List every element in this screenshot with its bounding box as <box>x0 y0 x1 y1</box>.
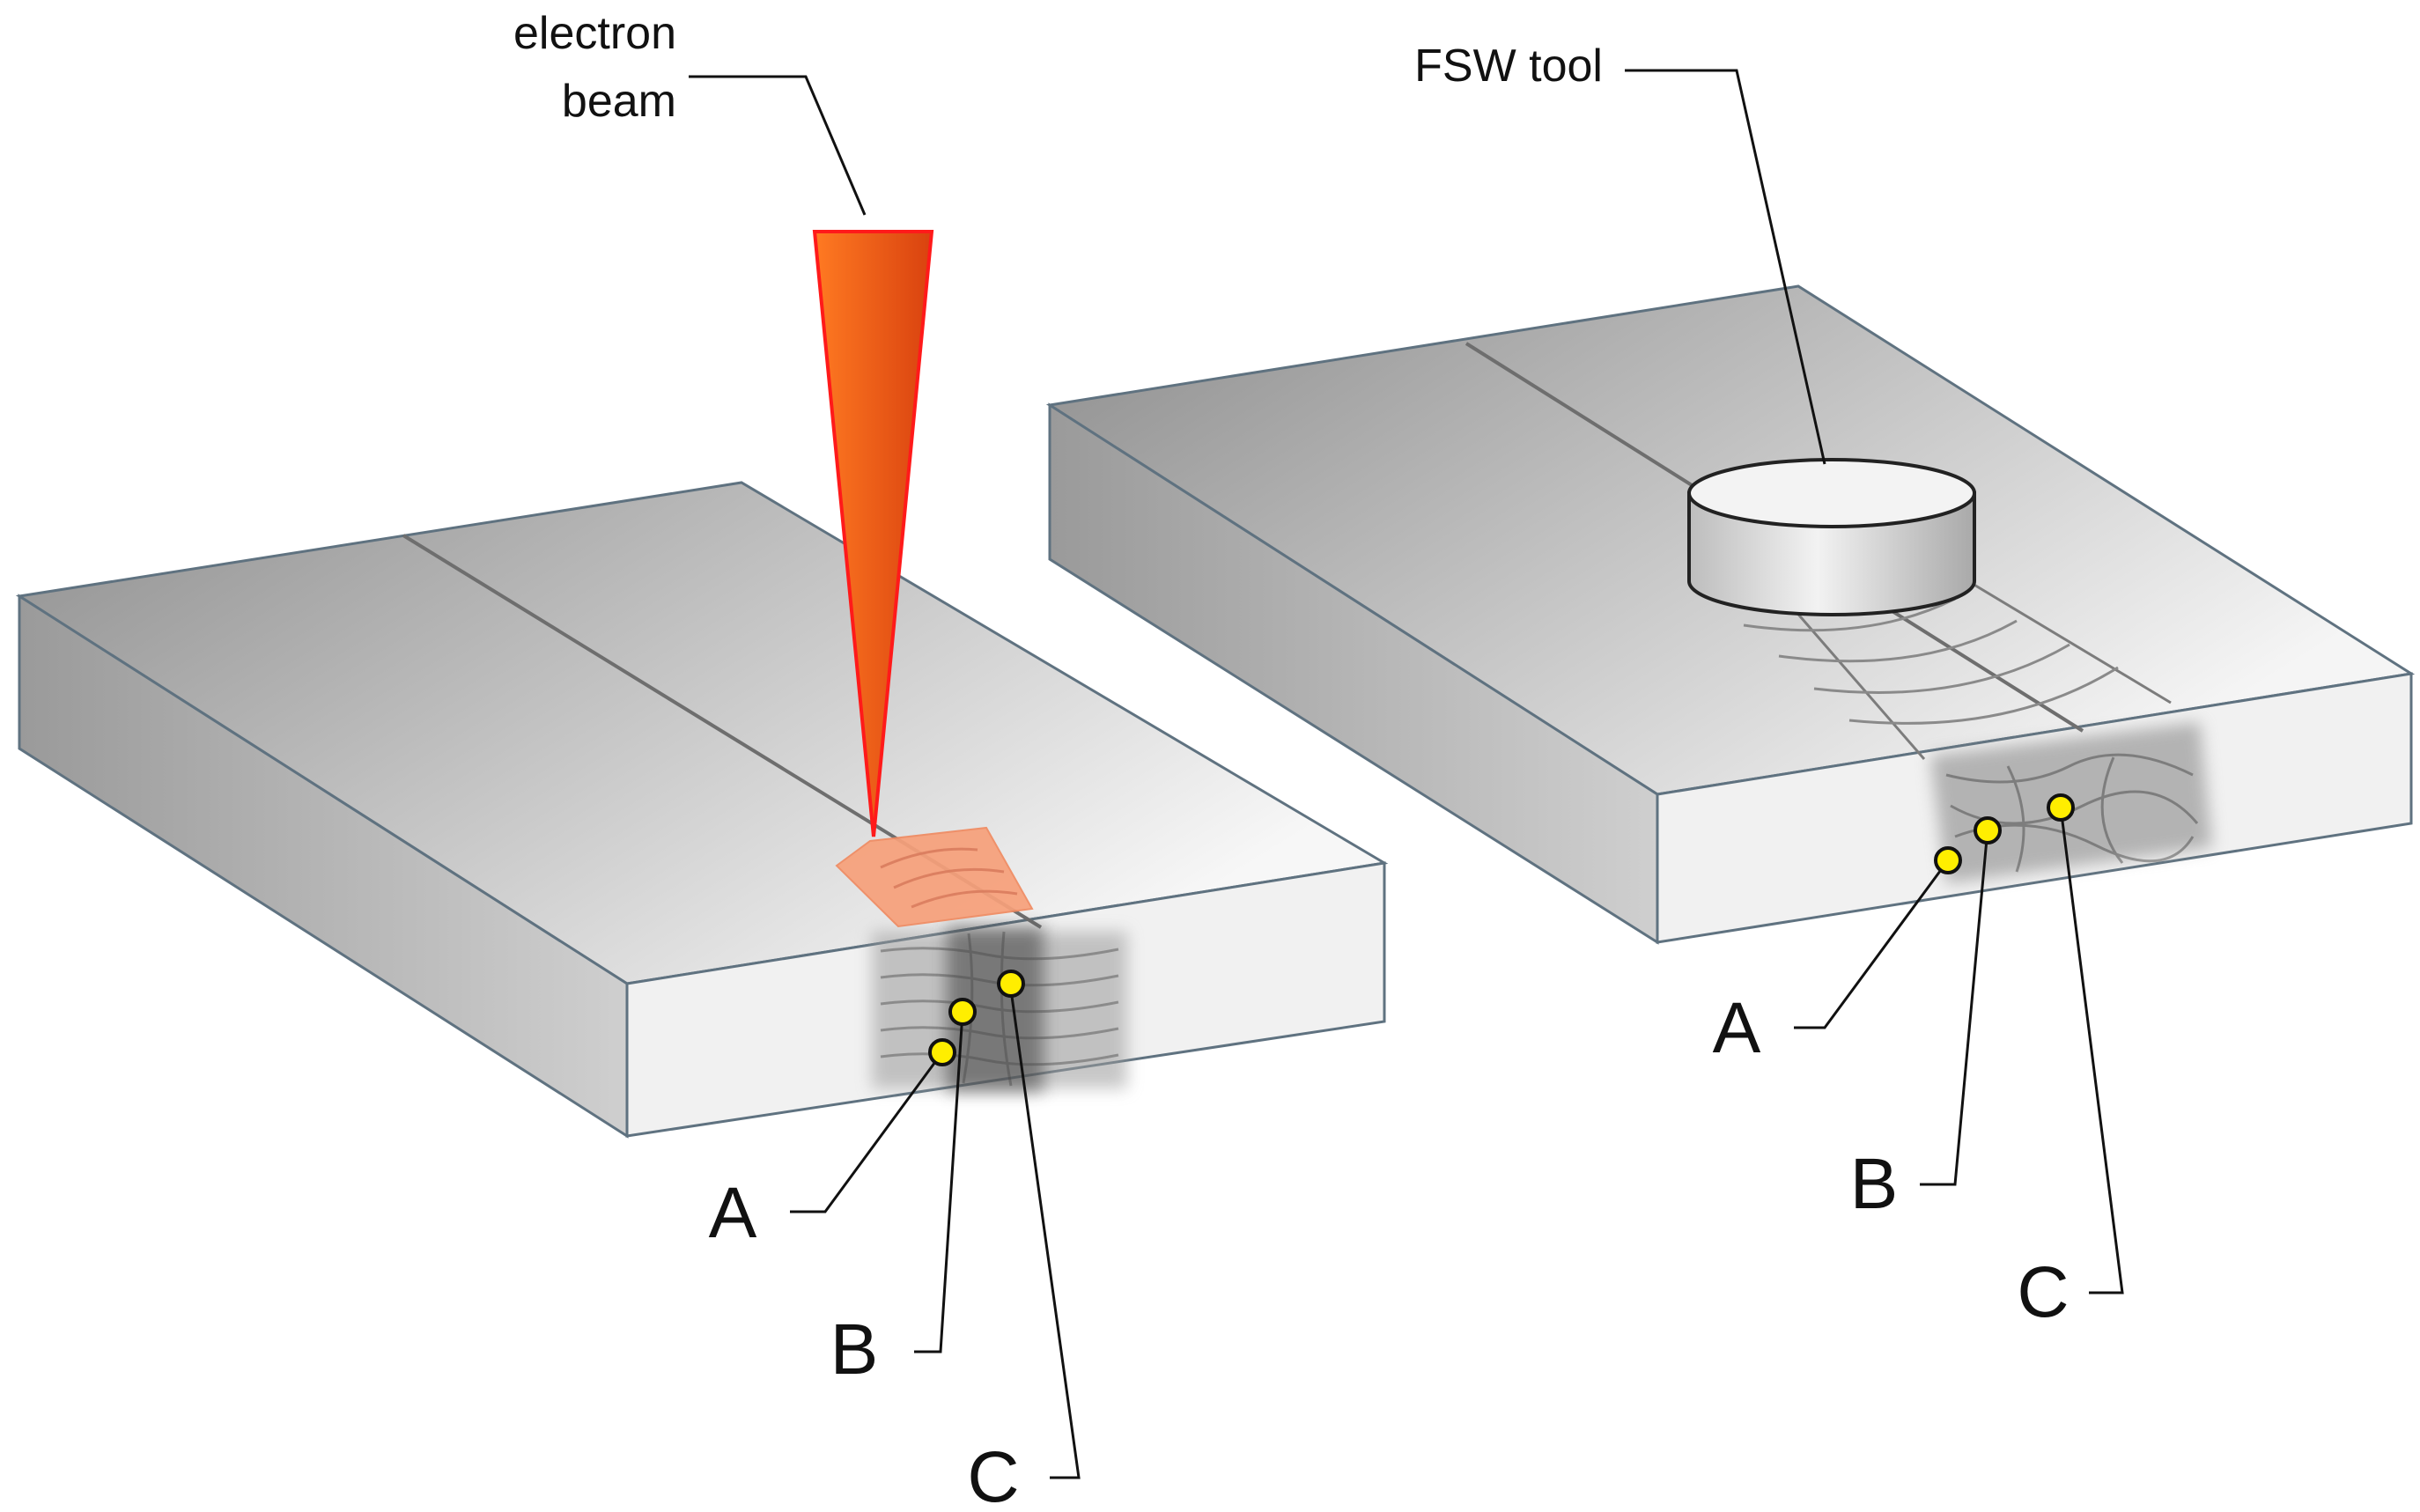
right-point-b-marker <box>1974 816 2002 845</box>
fsw-tool-top <box>1687 458 1976 528</box>
right-weld-track-edge-2 <box>1967 579 2172 704</box>
right-leader-c <box>2059 807 2124 1294</box>
right-point-c-label: C <box>2017 1252 2069 1332</box>
left-point-c-label: C <box>967 1437 1019 1512</box>
electron-beam-leader <box>689 75 867 216</box>
fsw-tool-leader <box>1625 69 1826 465</box>
left-weld-cross-section <box>872 926 1127 1092</box>
left-points: A B C <box>709 970 1081 1512</box>
right-point-a-label: A <box>1713 988 1761 1068</box>
electron-beam <box>812 230 934 837</box>
right-points: A B C <box>1713 793 2124 1332</box>
left-point-c-marker <box>997 970 1025 998</box>
fsw-tool <box>1687 458 1976 616</box>
fsw-arc-marks <box>1743 597 2119 725</box>
left-leader-c <box>1008 983 1081 1479</box>
fsw-tool-label-text: FSW tool <box>1414 41 1603 92</box>
left-point-a-label: A <box>709 1173 757 1253</box>
left-point-b-marker <box>948 998 977 1026</box>
right-point-c-marker <box>2047 793 2075 822</box>
weld-pool <box>835 826 1034 928</box>
left-point-a-marker <box>928 1038 956 1066</box>
right-point-a-marker <box>1934 846 1962 874</box>
right-point-b-label: B <box>1850 1144 1899 1224</box>
left-point-b-label: B <box>830 1309 879 1390</box>
electron-beam-label-line2: beam <box>562 76 676 127</box>
electron-beam-label-line1: electron <box>513 8 676 59</box>
fsw-tool-label: FSW tool <box>1414 41 1826 465</box>
left-leader-b <box>914 1012 964 1353</box>
right-leader-a <box>1794 859 1950 1029</box>
electron-beam-label: electron beam <box>513 8 867 216</box>
left-leader-a <box>790 1051 944 1213</box>
right-leader-b <box>1920 829 1989 1186</box>
